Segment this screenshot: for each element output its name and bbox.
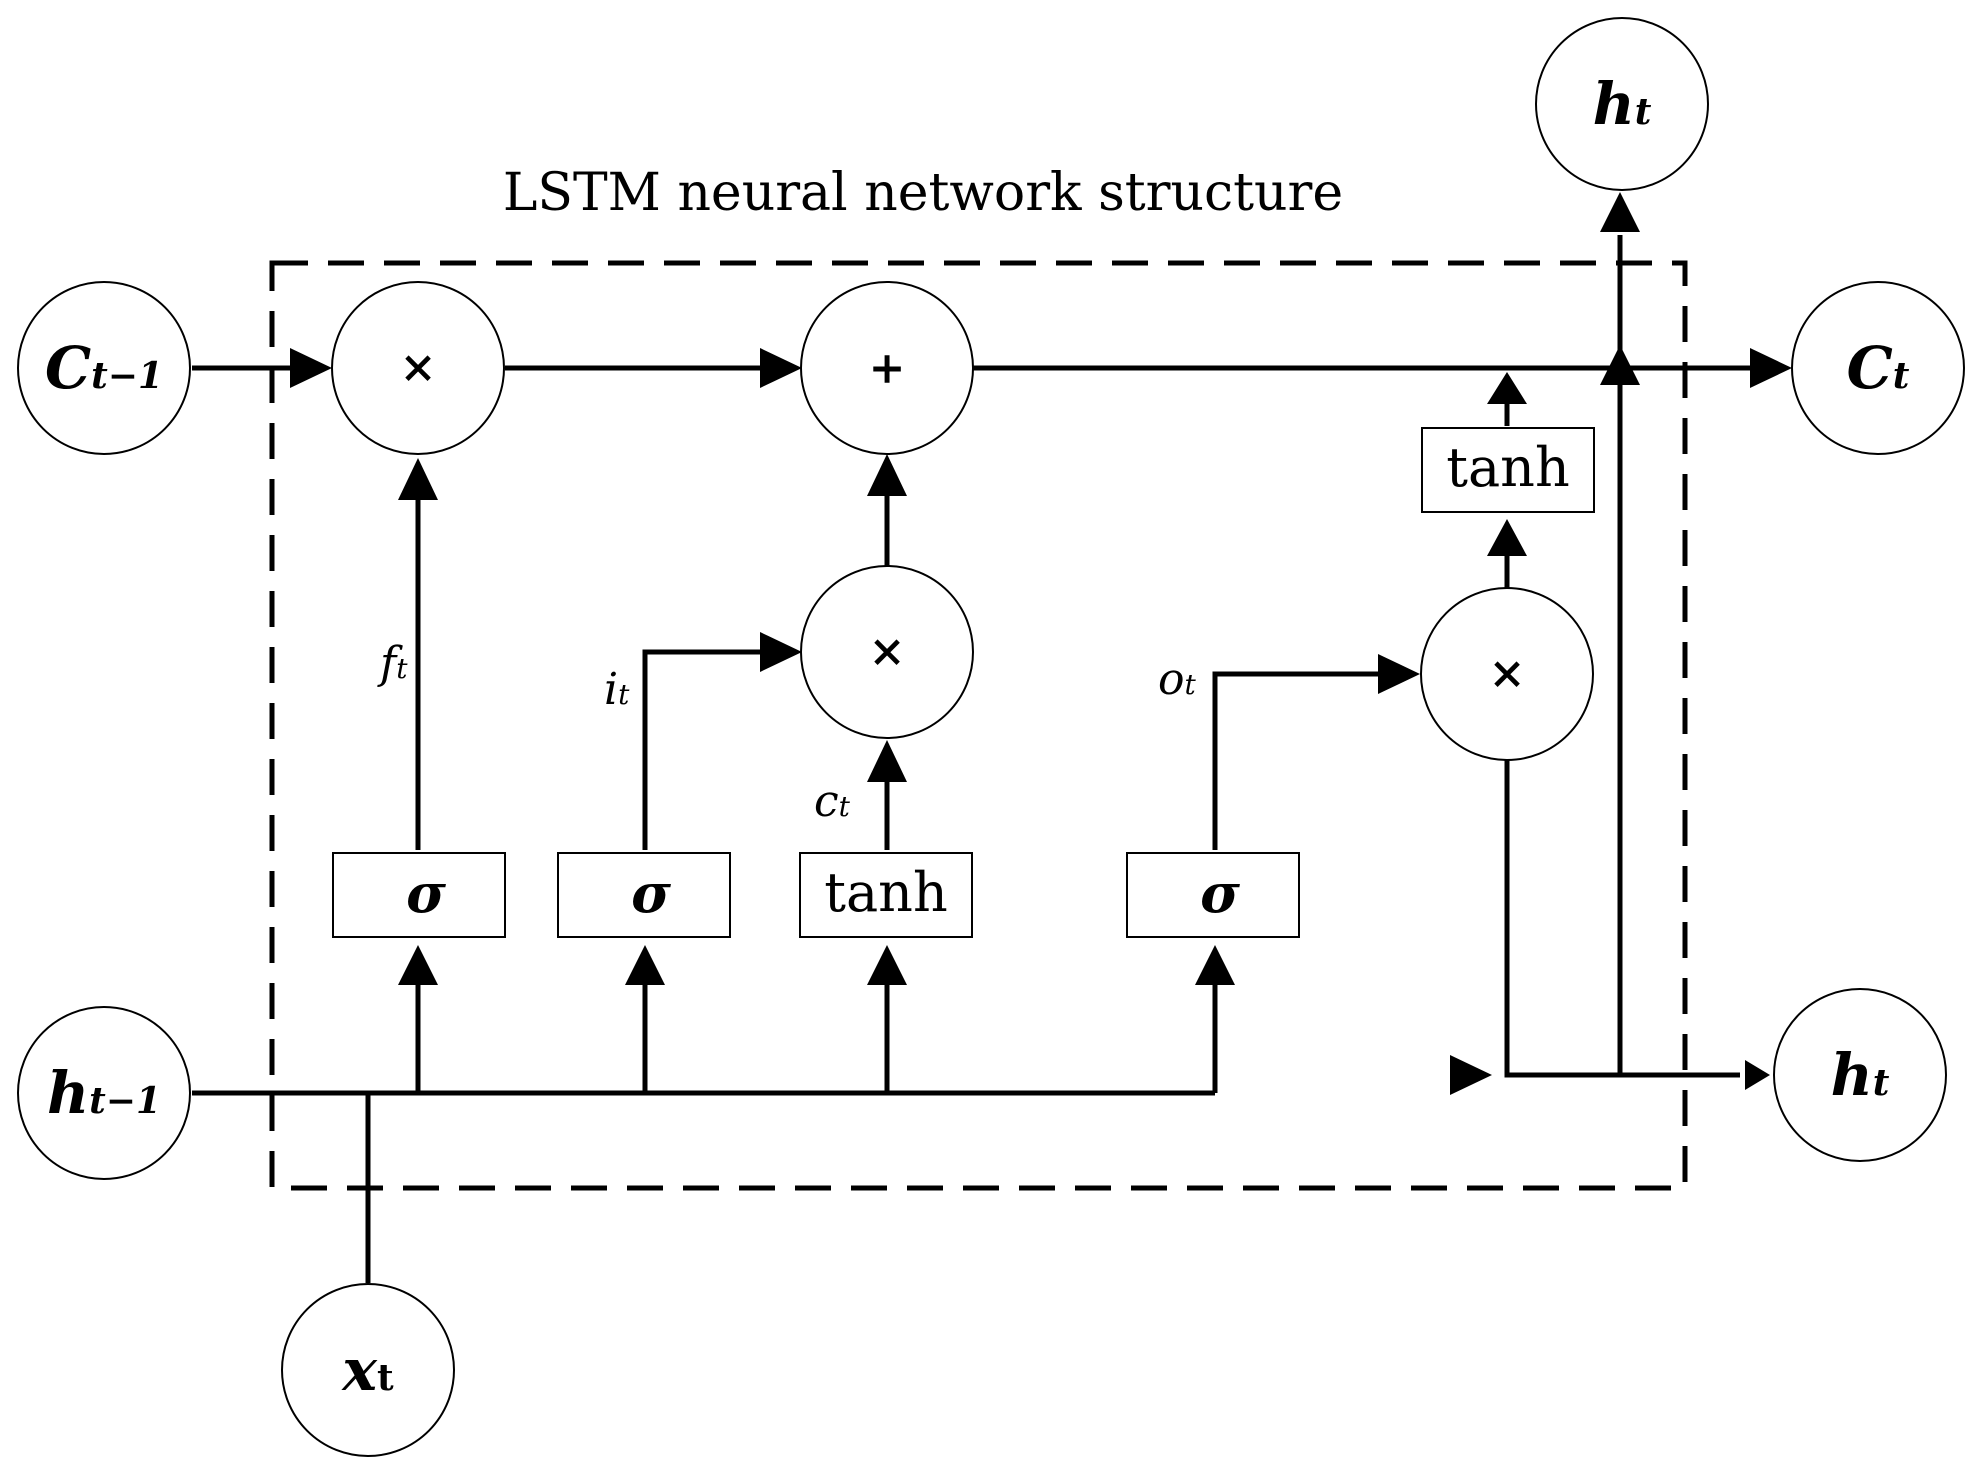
box-output-sigma-text: σ xyxy=(1200,861,1240,925)
svg-text:ht: ht xyxy=(1831,1041,1890,1109)
box-cell-tanh: tanh xyxy=(1421,427,1595,513)
diagram-title: LSTM neural network structure xyxy=(503,163,1343,223)
label-output-gate-sub: t xyxy=(1185,668,1197,701)
operator-cell-add-symbol: + xyxy=(869,343,906,394)
operator-forget-mult: × xyxy=(331,281,505,455)
node-c-next-sub: t xyxy=(1893,355,1910,397)
box-forget-sigma-text: σ xyxy=(406,861,446,925)
label-output-gate-var: o xyxy=(1158,654,1185,705)
operator-cell-add: + xyxy=(800,281,974,455)
node-c-prev-sub: t−1 xyxy=(91,355,163,397)
lstm-cell-boundary xyxy=(269,260,1688,1191)
box-input-sigma-text: σ xyxy=(631,861,671,925)
box-candidate-tanh: tanh xyxy=(799,852,973,938)
label-forget-gate: ft xyxy=(377,638,408,689)
label-input-gate: it xyxy=(604,664,630,715)
node-h-next-sub: t xyxy=(1873,1062,1890,1104)
label-forget-gate-sub: t xyxy=(396,652,408,685)
node-x-t: xt xyxy=(281,1283,455,1457)
label-candidate-var: c xyxy=(814,776,839,827)
label-candidate-sub: t xyxy=(839,790,851,823)
arrowheads xyxy=(290,192,1792,1095)
svg-text:ht−1: ht−1 xyxy=(47,1059,161,1127)
node-h-prev-sub: t−1 xyxy=(89,1080,161,1122)
operator-input-mult-symbol: × xyxy=(869,626,906,677)
svg-text:ht: ht xyxy=(1593,70,1652,138)
node-h-top-sub: t xyxy=(1635,91,1652,133)
svg-text:xt: xt xyxy=(340,1336,394,1404)
node-h-next-var: h xyxy=(1831,1041,1873,1109)
label-input-gate-sub: t xyxy=(618,678,630,711)
label-output-gate: ot xyxy=(1158,654,1197,705)
box-output-sigma: σ xyxy=(1126,852,1300,938)
node-c-next: Ct xyxy=(1791,281,1965,455)
node-c-prev: Ct−1 xyxy=(17,281,191,455)
node-h-prev: ht−1 xyxy=(17,1006,191,1180)
node-h-top-var: h xyxy=(1593,70,1635,138)
box-cell-tanh-text: tanh xyxy=(1446,436,1569,499)
node-x-t-var: x xyxy=(340,1336,378,1404)
node-x-t-sub: t xyxy=(377,1357,394,1399)
label-candidate: ct xyxy=(814,776,851,827)
operator-input-mult: × xyxy=(800,565,974,739)
node-c-next-var: C xyxy=(1847,334,1893,402)
operator-forget-mult-symbol: × xyxy=(400,342,437,393)
svg-text:Ct: Ct xyxy=(1847,334,1910,402)
operator-output-mult: × xyxy=(1420,587,1594,761)
label-input-gate-var: i xyxy=(604,664,618,715)
box-candidate-tanh-text: tanh xyxy=(824,861,947,924)
node-h-prev-var: h xyxy=(47,1059,89,1127)
box-input-sigma: σ xyxy=(557,852,731,938)
node-h-next: ht xyxy=(1773,988,1947,1162)
node-c-prev-var: C xyxy=(45,334,91,402)
svg-text:Ct−1: Ct−1 xyxy=(45,334,163,402)
operator-output-mult-symbol: × xyxy=(1489,648,1526,699)
box-forget-sigma: σ xyxy=(332,852,506,938)
node-h-top: ht xyxy=(1535,17,1709,191)
